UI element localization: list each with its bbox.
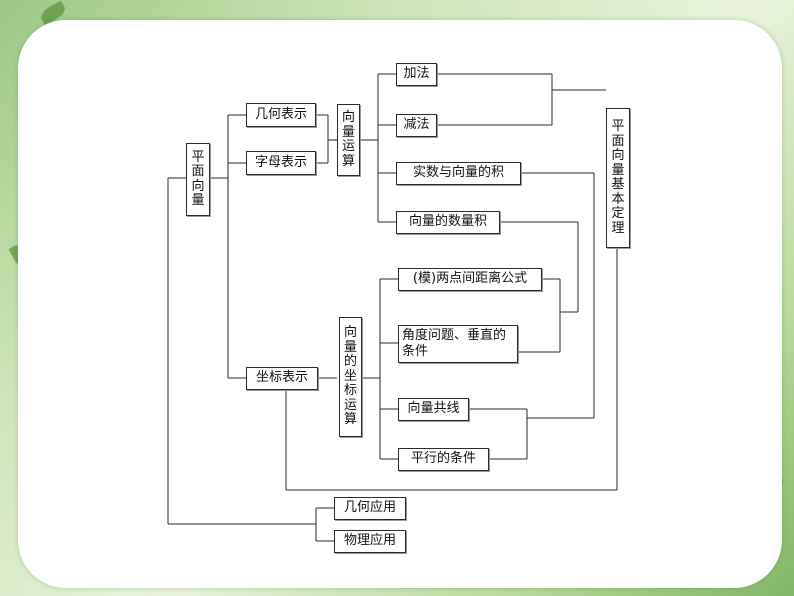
vector-operations-label: 向量运算: [341, 110, 355, 169]
geometric-representation-label: 几何表示: [254, 106, 307, 122]
physics-application-node: 物理应用: [334, 530, 406, 553]
root-label: 平面向量: [191, 149, 205, 208]
letter-representation-node: 字母表示: [246, 151, 316, 175]
coordinate-representation-label: 坐标表示: [255, 370, 308, 386]
basic-theorem-node: 平面向量基本定理: [606, 108, 630, 248]
parallel-condition-label: 平行的条件: [410, 451, 476, 467]
coordinate-operations-node: 向量的坐标运算: [339, 317, 362, 437]
basic-theorem-label: 平面向量基本定理: [611, 119, 625, 236]
root-node: 平面向量: [186, 143, 210, 216]
collinear-node: 向量共线: [398, 398, 469, 421]
geometry-application-node: 几何应用: [334, 497, 406, 520]
distance-formula-node: (模)两点间距离公式: [398, 268, 542, 291]
parallel-condition-node: 平行的条件: [398, 448, 489, 471]
addition-label: 加法: [403, 66, 430, 82]
angle-perpendicular-label: 角度问题、垂直的条件: [402, 328, 507, 359]
vector-operations-node: 向量运算: [337, 104, 360, 176]
geometry-application-label: 几何应用: [343, 500, 396, 516]
angle-perpendicular-node: 角度问题、垂直的条件: [398, 325, 518, 363]
scalar-product-label: 实数与向量的积: [412, 165, 504, 181]
collinear-label: 向量共线: [407, 401, 460, 417]
addition-node: 加法: [396, 63, 437, 86]
subtraction-label: 减法: [403, 117, 430, 133]
dot-product-node: 向量的数量积: [396, 211, 500, 234]
geometric-representation-node: 几何表示: [246, 103, 316, 127]
coordinate-operations-label: 向量的坐标运算: [343, 325, 357, 428]
distance-formula-label: (模)两点间距离公式: [412, 271, 528, 287]
letter-representation-label: 字母表示: [254, 154, 307, 170]
dot-product-label: 向量的数量积: [408, 214, 487, 230]
coordinate-representation-node: 坐标表示: [246, 367, 318, 390]
scalar-product-node: 实数与向量的积: [396, 162, 521, 185]
subtraction-node: 减法: [396, 114, 437, 137]
physics-application-label: 物理应用: [343, 533, 396, 549]
